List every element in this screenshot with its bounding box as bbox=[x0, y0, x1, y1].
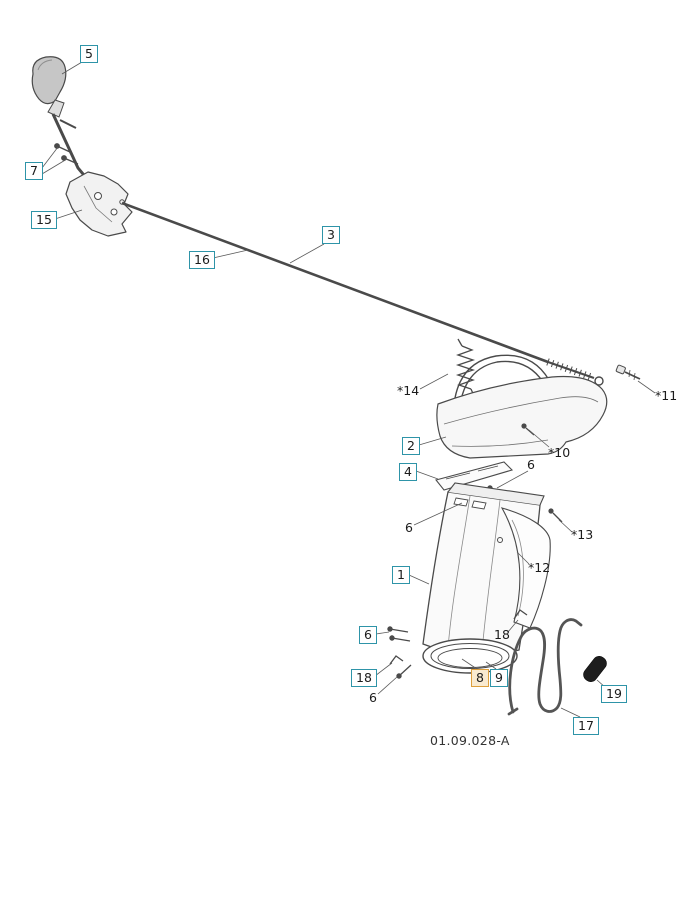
chute-base-ring bbox=[422, 638, 518, 674]
part-label-17[interactable]: 17 bbox=[573, 717, 599, 735]
part-label-10: *10 bbox=[548, 445, 571, 460]
screw-bottom bbox=[396, 664, 412, 679]
part-label-6-left[interactable]: 6 bbox=[359, 626, 377, 644]
crank-rod bbox=[507, 618, 583, 716]
leader-lines bbox=[41, 61, 656, 718]
part-label-9[interactable]: 9 bbox=[490, 669, 508, 687]
control-rod bbox=[119, 199, 604, 386]
deflector bbox=[436, 375, 608, 459]
latch-bracket bbox=[65, 171, 133, 237]
part-label-11: *11 bbox=[655, 388, 678, 403]
part-label-15[interactable]: 15 bbox=[31, 211, 57, 229]
clip-18-right bbox=[513, 609, 528, 620]
chute-liner bbox=[500, 507, 551, 629]
part-label-6-top: 6 bbox=[527, 457, 535, 472]
part-label-14: *14 bbox=[397, 383, 420, 398]
bolt-11 bbox=[615, 364, 641, 381]
part-label-8[interactable]: 8 bbox=[471, 669, 489, 687]
part-label-3[interactable]: 3 bbox=[322, 226, 340, 244]
shift-knob bbox=[31, 56, 67, 118]
part-label-1[interactable]: 1 bbox=[392, 566, 410, 584]
part-label-18-right: 18 bbox=[494, 627, 510, 642]
crank-grip bbox=[583, 656, 607, 682]
chute-body bbox=[422, 482, 545, 656]
part-label-18-left[interactable]: 18 bbox=[351, 669, 377, 687]
part-label-4[interactable]: 4 bbox=[399, 463, 417, 481]
bolt-13 bbox=[548, 508, 563, 523]
part-label-6-bottom: 6 bbox=[369, 690, 377, 705]
screws-left bbox=[387, 626, 411, 642]
part-label-5[interactable]: 5 bbox=[80, 45, 98, 63]
part-label-19[interactable]: 19 bbox=[601, 685, 627, 703]
part-label-16[interactable]: 16 bbox=[189, 251, 215, 269]
diagram-code: 01.09.028-A bbox=[430, 733, 510, 748]
clip-18-left bbox=[389, 655, 404, 665]
part-label-7[interactable]: 7 bbox=[25, 162, 43, 180]
part-label-2[interactable]: 2 bbox=[402, 437, 420, 455]
part-label-6-mid: 6 bbox=[405, 520, 413, 535]
part-label-13: *13 bbox=[571, 527, 594, 542]
bolt-10 bbox=[521, 423, 535, 436]
part-label-12: *12 bbox=[528, 560, 551, 575]
